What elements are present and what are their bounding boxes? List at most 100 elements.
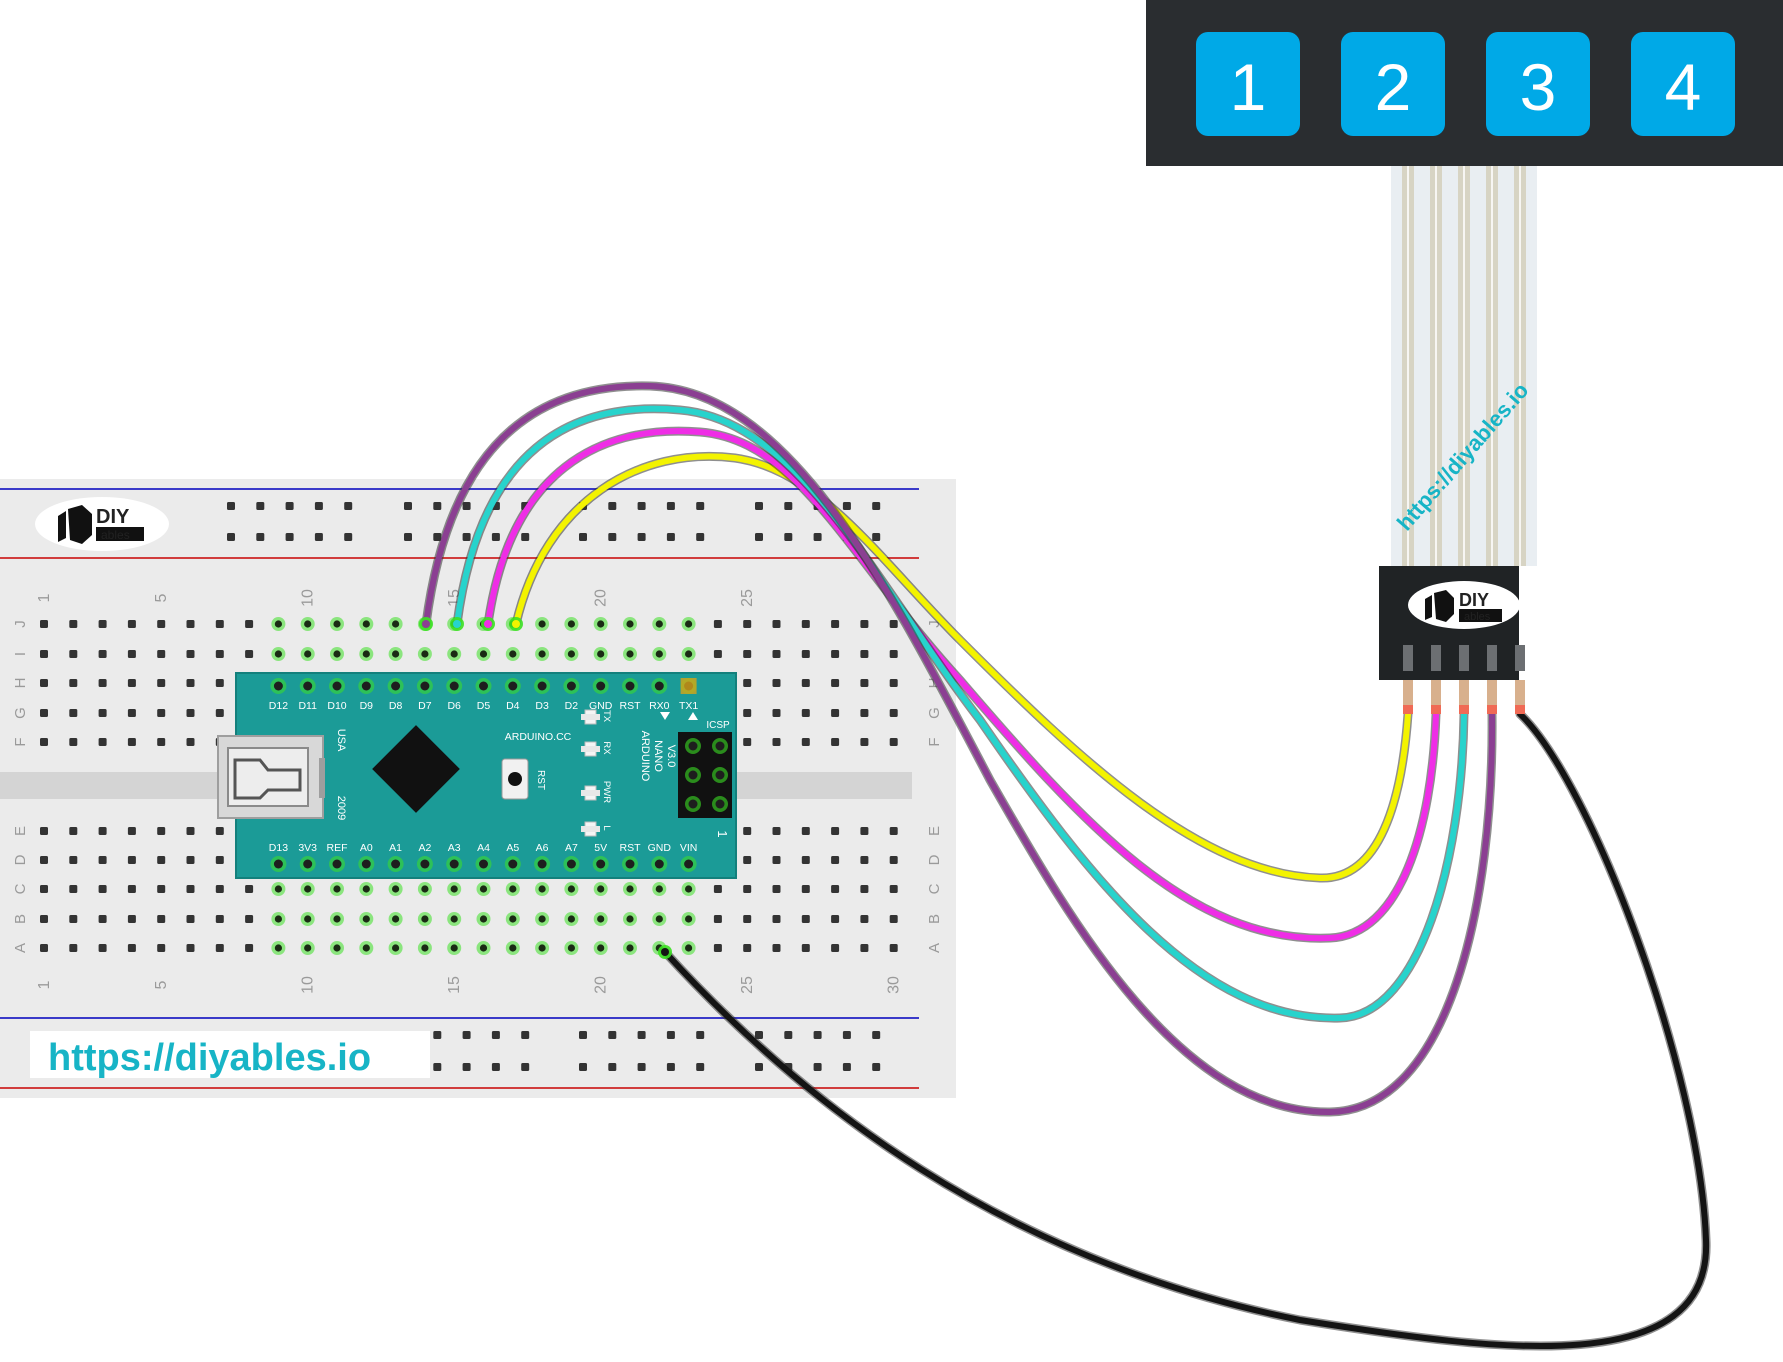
key-2[interactable]: 2	[1341, 32, 1445, 136]
wire-d7-purple	[423, 382, 1496, 1116]
pin-label-bottom: A7	[565, 842, 578, 854]
model-label: ARDUINO	[639, 731, 651, 782]
pin-label-bottom: A1	[389, 842, 402, 854]
col-number-bottom: 25	[739, 976, 756, 994]
svg-text:ables: ables	[1464, 611, 1491, 623]
pin-label-bottom: 3V3	[298, 842, 317, 854]
pin-label-top: TX1	[679, 700, 698, 712]
col-number-top: 10	[300, 589, 317, 607]
row-letter: F	[926, 737, 943, 746]
status-leds: TX RX PWR L	[581, 709, 612, 837]
col-number-bottom: 20	[593, 976, 610, 994]
wire-d6-cyan	[454, 405, 1467, 1022]
row-letter: B	[926, 914, 943, 924]
led-label: L	[601, 825, 612, 830]
breadboard-logo: DIY ables	[35, 497, 169, 551]
usa-label: USA	[335, 729, 347, 752]
pin-label-bottom: A0	[360, 842, 373, 854]
key-label: 1	[1230, 50, 1267, 124]
pin-label-top: D11	[298, 700, 317, 712]
row-letter: C	[12, 883, 29, 894]
icsp-pin1-label: 1	[715, 830, 730, 837]
pin-label-bottom: VIN	[680, 842, 698, 854]
col-number-top: 5	[153, 593, 170, 602]
keypad-keys: 1 2 3 4	[1196, 32, 1735, 136]
row-letter: I	[12, 652, 29, 656]
row-letter: J	[926, 620, 943, 628]
keypad-connector: DIY ables	[1379, 566, 1525, 714]
pin-label-bottom: A4	[477, 842, 490, 854]
year-label: 2009	[335, 796, 347, 820]
connector-logo: DIY ables	[1408, 581, 1520, 629]
pin-label-bottom: A6	[536, 842, 549, 854]
row-letter: A	[926, 943, 943, 953]
row-letter: D	[12, 854, 29, 865]
col-number-top: 1	[36, 593, 53, 602]
pin-label-bottom: 5V	[594, 842, 607, 854]
model-label: V3.0	[665, 745, 677, 768]
model-label: NANO	[652, 740, 664, 772]
icsp-header	[678, 732, 732, 818]
led-label: RX	[601, 741, 612, 755]
pin-label-bottom: D13	[269, 842, 288, 854]
key-label: 4	[1665, 50, 1702, 124]
key-1[interactable]: 1	[1196, 32, 1300, 136]
reset-button	[501, 758, 529, 800]
microcontroller-chip	[372, 725, 460, 813]
key-label: 3	[1520, 50, 1557, 124]
pin-label-bottom: A2	[418, 842, 431, 854]
led-label: TX	[601, 710, 612, 723]
pin-label-bottom: RST	[620, 842, 642, 854]
pin-label-top: D2	[565, 700, 579, 712]
row-letter: J	[12, 620, 29, 628]
col-number-bottom: 30	[886, 976, 903, 994]
brand-label: ARDUINO.CC	[505, 731, 572, 743]
row-letter: B	[12, 914, 29, 924]
pin-label-top: RST	[620, 700, 642, 712]
col-number-top: 20	[593, 589, 610, 607]
led-label: PWR	[601, 781, 612, 803]
pin-label-top: D7	[418, 700, 432, 712]
col-number-bottom: 5	[153, 980, 170, 989]
col-number-bottom: 1	[36, 980, 53, 989]
pin-label-top: D9	[360, 700, 374, 712]
svg-text:DIY: DIY	[96, 506, 130, 528]
svg-text:DIY: DIY	[1459, 590, 1489, 610]
pin-label-bottom: REF	[327, 842, 348, 854]
breadboard-watermark: https://diyables.io	[48, 1037, 371, 1079]
row-letter: E	[926, 826, 943, 836]
row-letter: A	[12, 943, 29, 953]
key-label: 2	[1375, 50, 1412, 124]
wire-gnd-black	[662, 711, 1710, 1350]
row-letter: F	[12, 737, 29, 746]
pin-label-top: D12	[269, 700, 288, 712]
key-4[interactable]: 4	[1631, 32, 1735, 136]
row-letter: C	[926, 883, 943, 894]
wire-d4-yellow	[513, 453, 1411, 882]
watermark-background	[30, 1031, 430, 1078]
pin-label-bottom: GND	[648, 842, 672, 854]
pin-label-top: D10	[327, 700, 346, 712]
pin-label-top: D3	[535, 700, 549, 712]
row-letter: E	[12, 826, 29, 836]
row-letter: G	[926, 707, 943, 719]
pin-label-top: D6	[447, 700, 461, 712]
row-letter: D	[926, 854, 943, 865]
wire-d5-magenta	[485, 428, 1439, 942]
pin-label-top: D4	[506, 700, 520, 712]
rst-label: RST	[535, 770, 546, 790]
ribbon-cable: https://diyables.io	[1391, 166, 1537, 566]
col-number-bottom: 15	[446, 976, 463, 994]
svg-text:ables: ables	[101, 528, 130, 542]
row-letter: G	[12, 707, 29, 719]
key-3[interactable]: 3	[1486, 32, 1590, 136]
row-letter: H	[12, 678, 29, 689]
wires	[419, 381, 1711, 1351]
pin-label-bottom: A5	[506, 842, 519, 854]
pin-label-bottom: A3	[448, 842, 461, 854]
pin-label-top: D8	[389, 700, 403, 712]
pin-label-top: GND	[589, 700, 613, 712]
col-number-top: 25	[739, 589, 756, 607]
